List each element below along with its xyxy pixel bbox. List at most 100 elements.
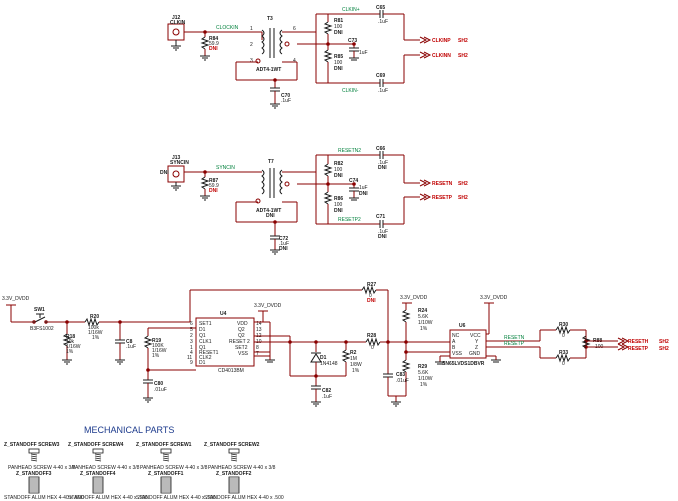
svg-text:.1uF: .1uF bbox=[322, 394, 332, 400]
svg-text:1uF: 1uF bbox=[359, 185, 368, 191]
svg-text:DNI: DNI bbox=[367, 298, 376, 304]
svg-text:SH2: SH2 bbox=[458, 53, 468, 59]
screw-label: Z_STANDOFF SCREW2 bbox=[204, 442, 260, 448]
svg-text:C71: C71 bbox=[376, 214, 385, 220]
svg-text:CLKIN+: CLKIN+ bbox=[342, 7, 360, 13]
svg-text:DNI: DNI bbox=[334, 208, 343, 214]
svg-text:SN65LVDS1DBVR: SN65LVDS1DBVR bbox=[442, 361, 485, 367]
svg-text:R86: R86 bbox=[334, 196, 343, 202]
svg-text:CD4013BM: CD4013BM bbox=[218, 368, 244, 374]
svg-text:1/10W: 1/10W bbox=[418, 376, 433, 382]
svg-text:B: B bbox=[452, 345, 456, 351]
svg-text:1: 1 bbox=[190, 345, 193, 351]
svg-text:R24: R24 bbox=[418, 308, 427, 314]
screw-part: PANHEAD SCREW 4-40 x 3/8 bbox=[208, 465, 276, 471]
svg-text:4: 4 bbox=[190, 350, 193, 356]
svg-text:1%: 1% bbox=[66, 349, 74, 355]
reset-section: 3.3V_DVDD SW1 B3FS1002 R18 10k 1/16W 1% … bbox=[2, 282, 669, 407]
svg-text:2: 2 bbox=[190, 333, 193, 339]
svg-text:Y: Y bbox=[475, 339, 479, 345]
svg-text:1%: 1% bbox=[420, 326, 428, 332]
svg-text:Q1: Q1 bbox=[199, 333, 206, 339]
svg-text:DNI: DNI bbox=[160, 170, 169, 176]
svg-text:R19: R19 bbox=[152, 338, 161, 344]
svg-text:1%: 1% bbox=[420, 382, 428, 388]
sync-section: J13 SYNCIN DNI SYNCIN R87 59.9 DNI T7 AD… bbox=[160, 146, 468, 255]
svg-text:1%: 1% bbox=[92, 335, 100, 341]
screw-head-icon bbox=[160, 448, 172, 454]
standoff-label: Z_STANDOFF2 bbox=[216, 471, 252, 477]
svg-text:CLKIN-: CLKIN- bbox=[342, 88, 359, 94]
screw-part: PANHEAD SCREW 4-40 x 3/8 bbox=[72, 465, 140, 471]
svg-text:59.9: 59.9 bbox=[209, 183, 219, 189]
svg-text:.1uF: .1uF bbox=[378, 88, 388, 94]
svg-text:SH2: SH2 bbox=[458, 38, 468, 44]
standoff-label: Z_STANDOFF3 bbox=[16, 471, 52, 477]
svg-text:0: 0 bbox=[369, 293, 372, 299]
svg-text:U6: U6 bbox=[459, 323, 466, 329]
svg-text:SET1: SET1 bbox=[199, 321, 212, 327]
r84-ref: R84 bbox=[209, 36, 218, 42]
svg-text:6: 6 bbox=[190, 321, 193, 327]
svg-text:C80: C80 bbox=[154, 381, 163, 387]
svg-text:SYNCIN: SYNCIN bbox=[170, 160, 189, 166]
svg-text:DNI: DNI bbox=[378, 234, 387, 240]
svg-text:3: 3 bbox=[190, 339, 193, 345]
svg-text:.1uF: .1uF bbox=[279, 241, 289, 247]
svg-text:C74: C74 bbox=[349, 178, 358, 184]
svg-text:.01uF: .01uF bbox=[154, 387, 167, 393]
svg-text:0: 0 bbox=[562, 333, 565, 339]
svg-text:R33: R33 bbox=[559, 350, 568, 356]
c70-val: .1uF bbox=[281, 98, 291, 104]
svg-text:RESETP: RESETP bbox=[628, 346, 649, 352]
svg-text:CLK1: CLK1 bbox=[199, 339, 212, 345]
svg-text:R2: R2 bbox=[350, 350, 357, 356]
svg-text:100: 100 bbox=[334, 60, 343, 66]
u4-chip bbox=[195, 317, 255, 367]
svg-text:D1: D1 bbox=[199, 360, 206, 366]
svg-text:0: 0 bbox=[562, 361, 565, 367]
svg-text:4: 4 bbox=[293, 58, 296, 64]
svg-text:C82: C82 bbox=[322, 388, 331, 394]
svg-text:13: 13 bbox=[256, 327, 262, 333]
screw-part: PANHEAD SCREW 4-40 x 3/8 bbox=[8, 465, 76, 471]
screw-label: Z_STANDOFF SCREW1 bbox=[136, 442, 192, 448]
svg-text:C72: C72 bbox=[279, 236, 288, 242]
mechanical-title: MECHANICAL PARTS bbox=[84, 425, 174, 435]
svg-text:DNI: DNI bbox=[359, 191, 368, 197]
svg-text:DNI: DNI bbox=[209, 188, 218, 194]
svg-text:.1uF: .1uF bbox=[126, 344, 136, 350]
svg-text:SH2: SH2 bbox=[659, 346, 669, 352]
svg-text:11: 11 bbox=[187, 355, 192, 361]
svg-text:100k: 100k bbox=[88, 325, 99, 331]
svg-text:1%: 1% bbox=[152, 353, 160, 359]
svg-text:A: A bbox=[452, 339, 456, 345]
screw-part: PANHEAD SCREW 4-40 x 3/8 bbox=[140, 465, 208, 471]
svg-text:RESETN: RESETN bbox=[432, 181, 453, 187]
clock-section: J12 CLKIN CLOCKIN R84 59.9 DNI T3 1 6 2 … bbox=[167, 5, 468, 109]
screw-label: Z_STANDOFF SCREW4 bbox=[68, 442, 124, 448]
svg-text:R85: R85 bbox=[334, 54, 343, 60]
screw-head-icon bbox=[92, 448, 104, 454]
svg-text:RESET1: RESET1 bbox=[199, 350, 219, 356]
svg-text:0: 0 bbox=[371, 345, 374, 351]
svg-text:1/10W: 1/10W bbox=[418, 320, 433, 326]
standoff-part: STANDOFF ALUM HEX 4-40 x .500 bbox=[4, 495, 84, 501]
svg-text:T7: T7 bbox=[268, 159, 274, 165]
svg-text:Q2: Q2 bbox=[238, 333, 245, 339]
svg-text:VSS: VSS bbox=[238, 351, 249, 357]
svg-text:C65: C65 bbox=[376, 5, 385, 11]
svg-text:CLK2: CLK2 bbox=[199, 355, 212, 361]
svg-text:U4: U4 bbox=[220, 311, 227, 317]
svg-text:R87: R87 bbox=[209, 178, 218, 184]
svg-text:5.6K: 5.6K bbox=[418, 314, 429, 320]
svg-text:DNI: DNI bbox=[266, 213, 275, 219]
svg-text:1%: 1% bbox=[352, 368, 360, 374]
svg-text:6: 6 bbox=[293, 26, 296, 32]
screw-label: Z_STANDOFF SCREW3 bbox=[4, 442, 60, 448]
j12-name: CLKIN bbox=[170, 20, 186, 26]
